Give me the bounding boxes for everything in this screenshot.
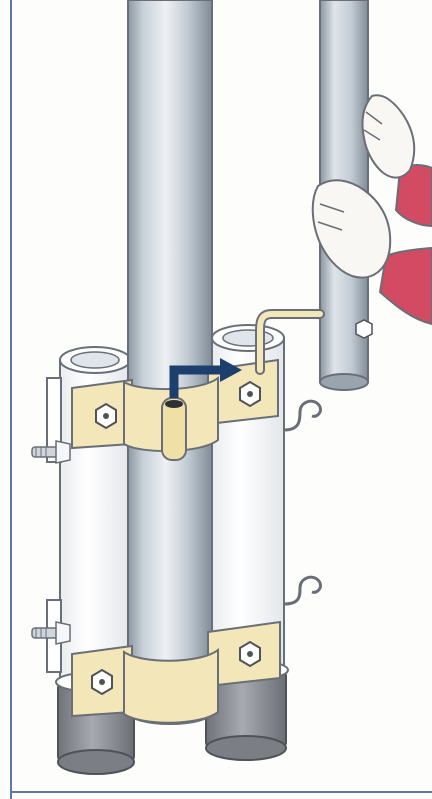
hand-icon: [362, 95, 414, 177]
hook-top: [284, 401, 320, 430]
main-pole: [128, 0, 212, 724]
hook-bottom: [284, 577, 320, 604]
